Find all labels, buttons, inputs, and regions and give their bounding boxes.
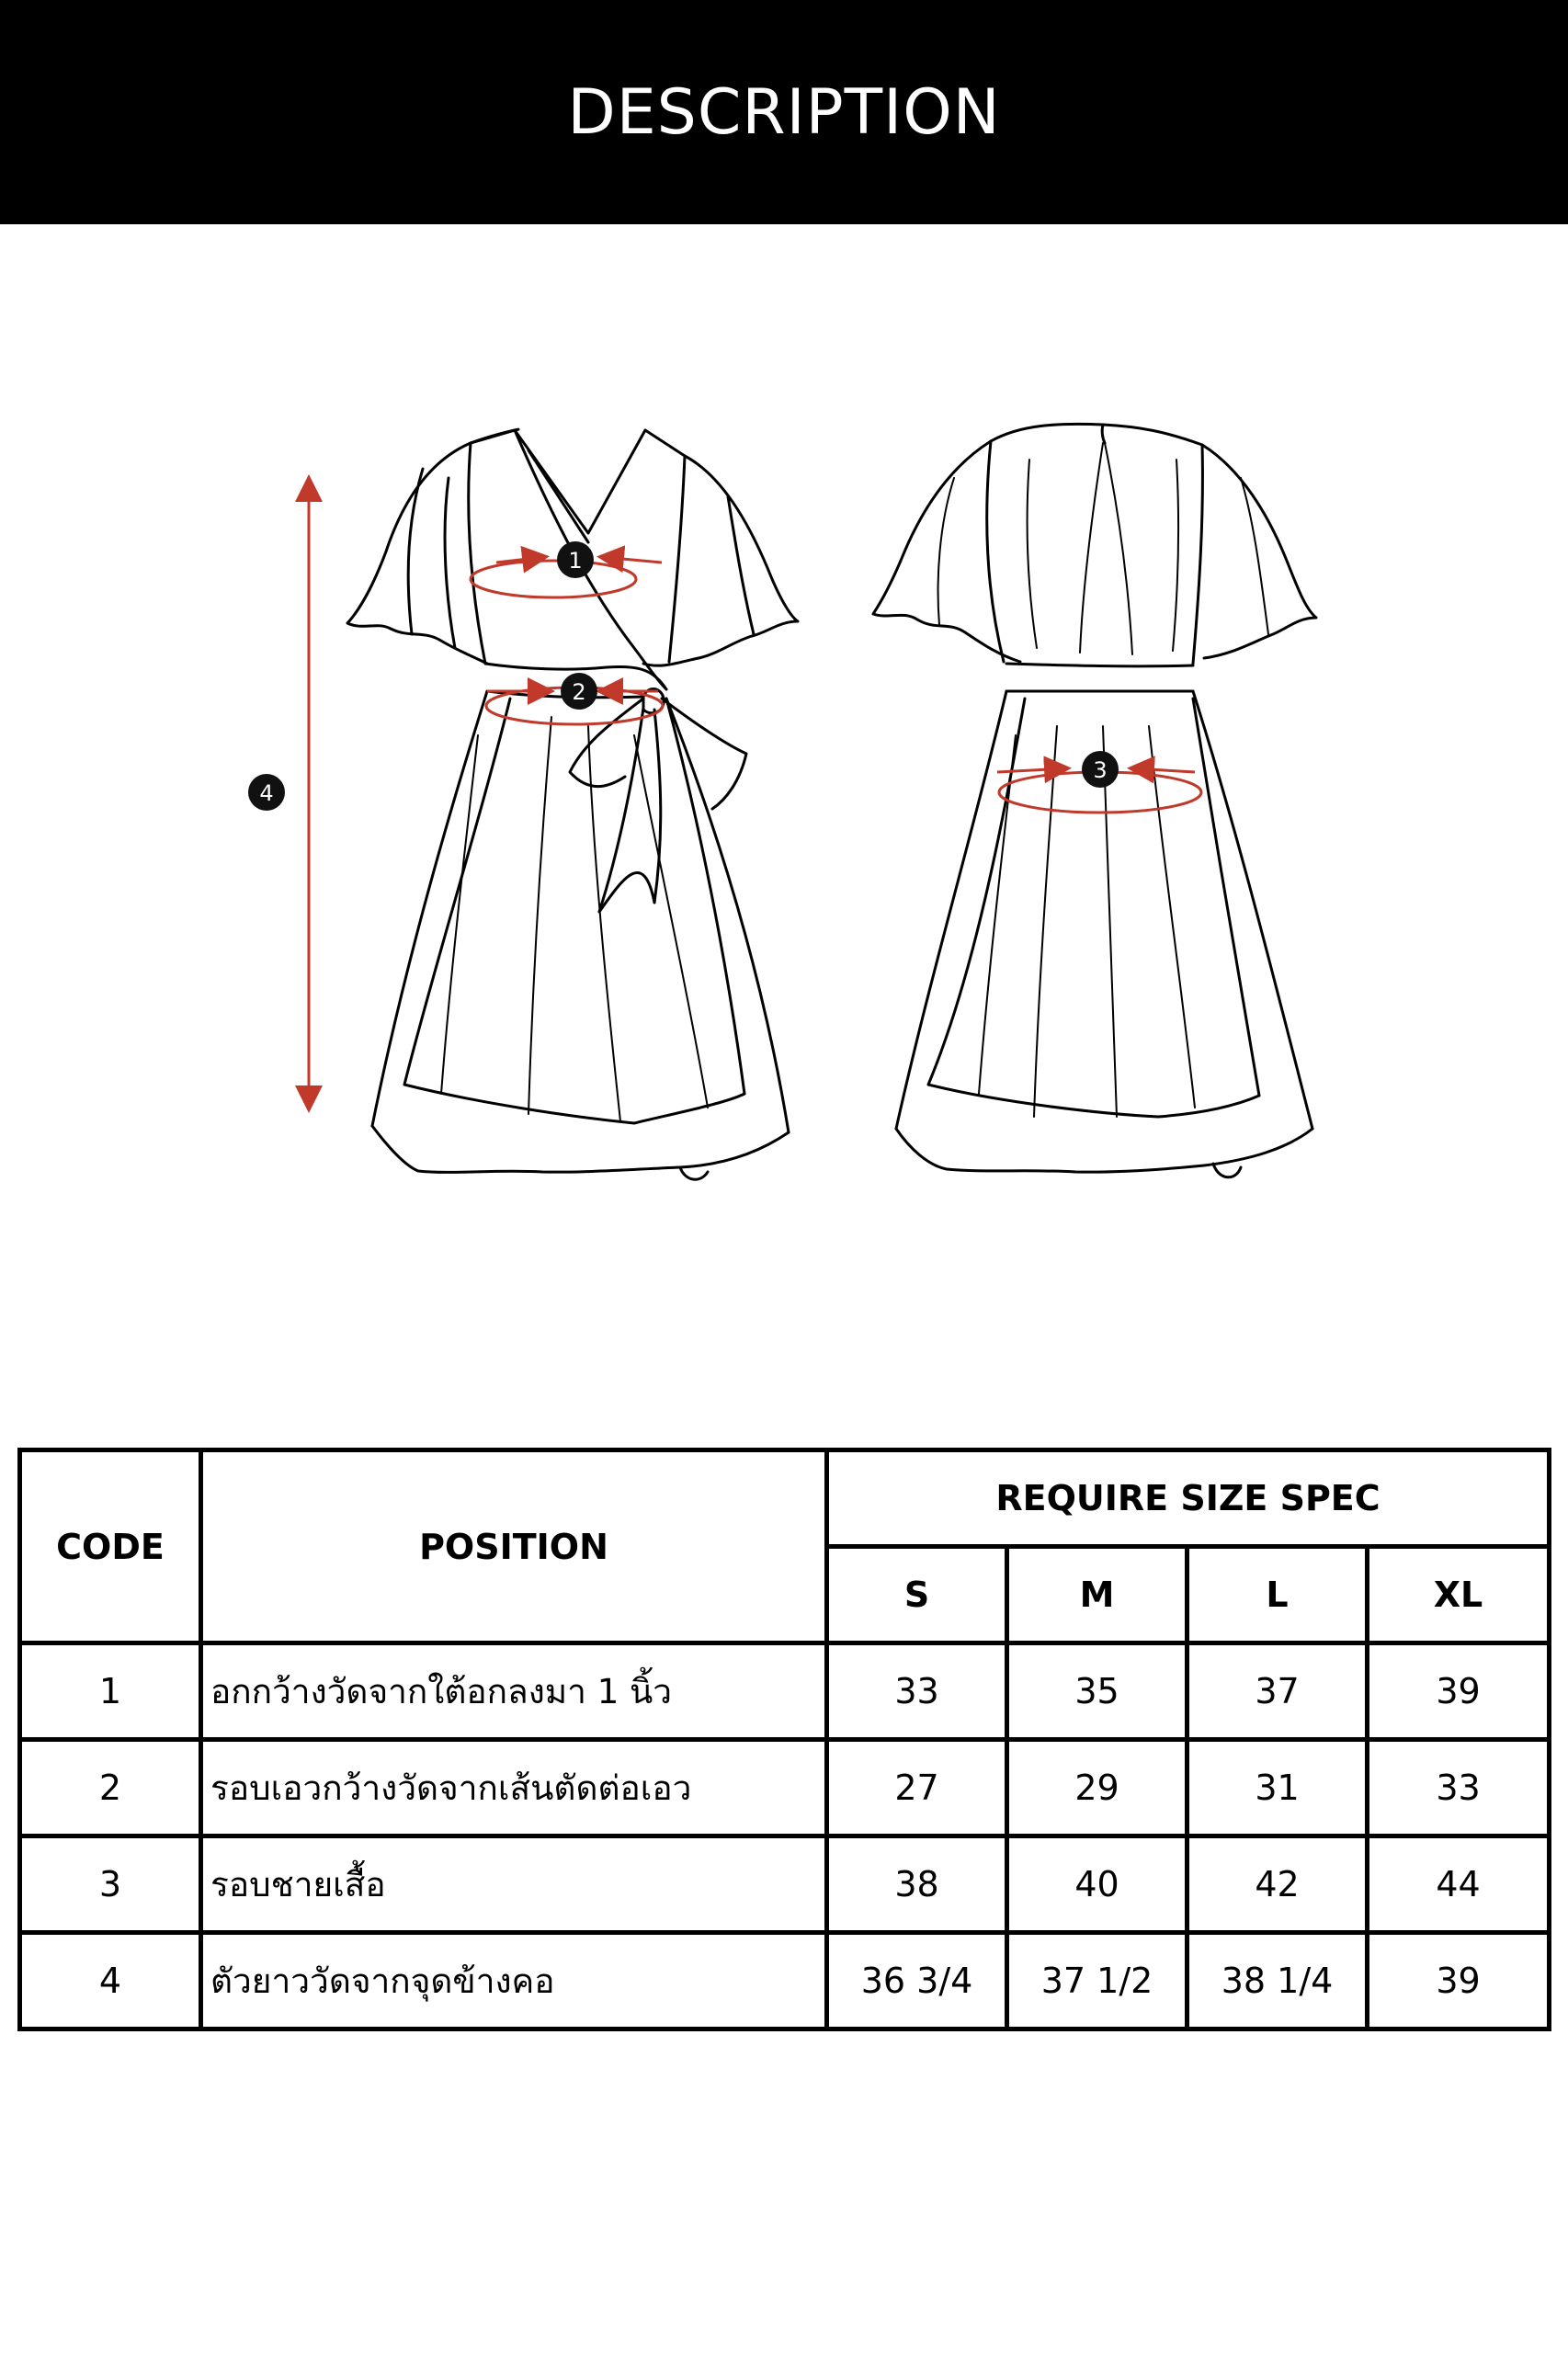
marker-4: 4 — [248, 774, 285, 811]
row-value-s: 33 — [824, 1641, 1009, 1742]
marker-2: 2 — [561, 673, 597, 710]
row-value-s: 27 — [824, 1737, 1009, 1838]
row-value-xl: 33 — [1364, 1737, 1552, 1838]
svg-text:3: 3 — [1093, 757, 1107, 783]
marker-1: 1 — [557, 541, 594, 578]
row-code: 3 — [17, 1834, 203, 1935]
marker-3: 3 — [1082, 751, 1119, 788]
page-title: DESCRIPTION — [567, 75, 1001, 149]
row-code: 4 — [17, 1930, 203, 2031]
header-position: POSITION — [199, 1448, 829, 1645]
size-spec-table: CODE POSITION REQUIRE SIZE SPEC S M L XL… — [17, 1448, 1552, 2031]
row-value-m: 35 — [1005, 1641, 1189, 1742]
table-row: 2 รอบเอวกว้างวัดจากเส้นตัดต่อเอว 27 29 3… — [17, 1737, 1552, 1838]
row-value-s: 36 3/4 — [824, 1930, 1009, 2031]
front-measurements — [295, 474, 665, 1113]
table-row: 1 อกกว้างวัดจากใต้อกลงมา 1 นิ้ว 33 35 37… — [17, 1641, 1552, 1742]
header-size-s: S — [824, 1544, 1009, 1645]
row-value-s: 38 — [824, 1834, 1009, 1935]
page-header: DESCRIPTION — [0, 0, 1568, 224]
header-size-l: L — [1185, 1544, 1369, 1645]
table-row: 3 รอบชายเสื้อ 38 40 42 44 — [17, 1834, 1552, 1935]
row-value-l: 38 1/4 — [1185, 1930, 1369, 2031]
row-code: 1 — [17, 1641, 203, 1742]
row-position: รอบเอวกว้างวัดจากเส้นตัดต่อเอว — [199, 1737, 829, 1838]
row-value-m: 37 1/2 — [1005, 1930, 1189, 2031]
table-row: 4 ตัวยาววัดจากจุดข้างคอ 36 3/4 37 1/2 38… — [17, 1930, 1552, 2031]
header-size-m: M — [1005, 1544, 1189, 1645]
svg-text:4: 4 — [259, 780, 273, 806]
row-position: รอบชายเสื้อ — [199, 1834, 829, 1935]
row-value-l: 31 — [1185, 1737, 1369, 1838]
svg-text:2: 2 — [572, 679, 585, 705]
row-value-l: 37 — [1185, 1641, 1369, 1742]
row-value-l: 42 — [1185, 1834, 1369, 1935]
row-value-m: 29 — [1005, 1737, 1189, 1838]
header-require-size-spec: REQUIRE SIZE SPEC — [824, 1448, 1552, 1549]
row-position: อกกว้างวัดจากใต้อกลงมา 1 นิ้ว — [199, 1641, 829, 1742]
row-code: 2 — [17, 1737, 203, 1838]
dress-diagram: 1 2 3 4 — [248, 422, 1318, 1181]
row-position: ตัวยาววัดจากจุดข้างคอ — [199, 1930, 829, 2031]
back-dress-drawing — [871, 422, 1318, 1179]
row-value-m: 40 — [1005, 1834, 1189, 1935]
row-value-xl: 39 — [1364, 1641, 1552, 1742]
svg-text:1: 1 — [568, 548, 582, 574]
header-size-xl: XL — [1364, 1544, 1552, 1645]
row-value-xl: 39 — [1364, 1930, 1552, 2031]
header-code: CODE — [17, 1448, 203, 1645]
row-value-xl: 44 — [1364, 1834, 1552, 1935]
